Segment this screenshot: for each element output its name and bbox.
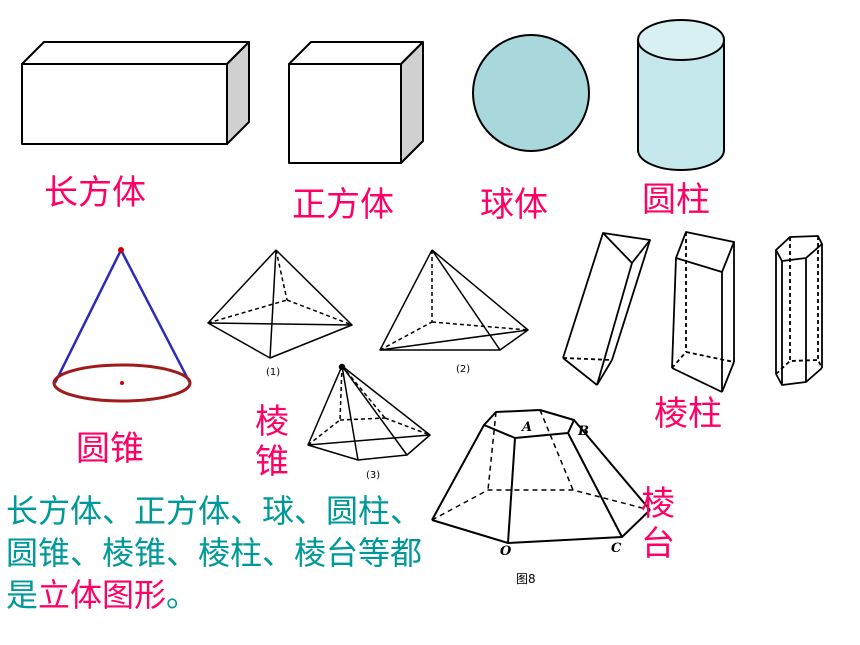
caption-pyramid-2: (2)	[456, 364, 470, 375]
label-cube: 正方体	[292, 185, 394, 225]
label-prism: 棱柱	[654, 394, 722, 434]
vertex-label-o: O	[500, 544, 512, 559]
sphere-figure	[472, 34, 590, 152]
frustum-figure	[431, 409, 651, 544]
summary-period: 。	[166, 576, 199, 614]
prism-2-figure	[671, 231, 735, 393]
label-pyramid: 棱锥	[255, 402, 289, 482]
summary-paragraph: 长方体、正方体、球、圆柱、圆锥、棱锥、棱柱、棱台等都是立体图形。	[6, 490, 436, 616]
prism-1-figure	[562, 232, 651, 386]
label-cylinder: 圆柱	[642, 180, 710, 220]
summary-text: 长方体、正方体、球、圆柱、圆锥、棱锥、棱柱、棱台等都是	[6, 492, 423, 614]
pyramid-2-figure	[379, 249, 529, 351]
caption-figure: 图8	[516, 572, 536, 586]
label-cuboid: 长方体	[44, 173, 146, 213]
vertex-label-b: B	[577, 424, 589, 439]
cylinder-figure	[637, 19, 725, 171]
pyramid-3-figure	[307, 363, 431, 461]
vertex-label-a: A	[520, 420, 532, 435]
summary-highlight: 立体图形	[38, 576, 167, 614]
vertex-label-c: C	[611, 541, 622, 556]
label-sphere: 球体	[480, 185, 548, 225]
label-cone: 圆锥	[76, 429, 144, 469]
prism-3-figure	[775, 235, 823, 386]
cuboid-figure	[21, 41, 250, 145]
cone-figure	[52, 247, 192, 403]
label-frustum: 棱台	[641, 484, 675, 564]
caption-pyramid-1: (1)	[266, 367, 280, 378]
caption-pyramid-3: (3)	[366, 470, 380, 481]
cube-figure	[288, 41, 424, 164]
pyramid-1-figure	[207, 249, 353, 359]
